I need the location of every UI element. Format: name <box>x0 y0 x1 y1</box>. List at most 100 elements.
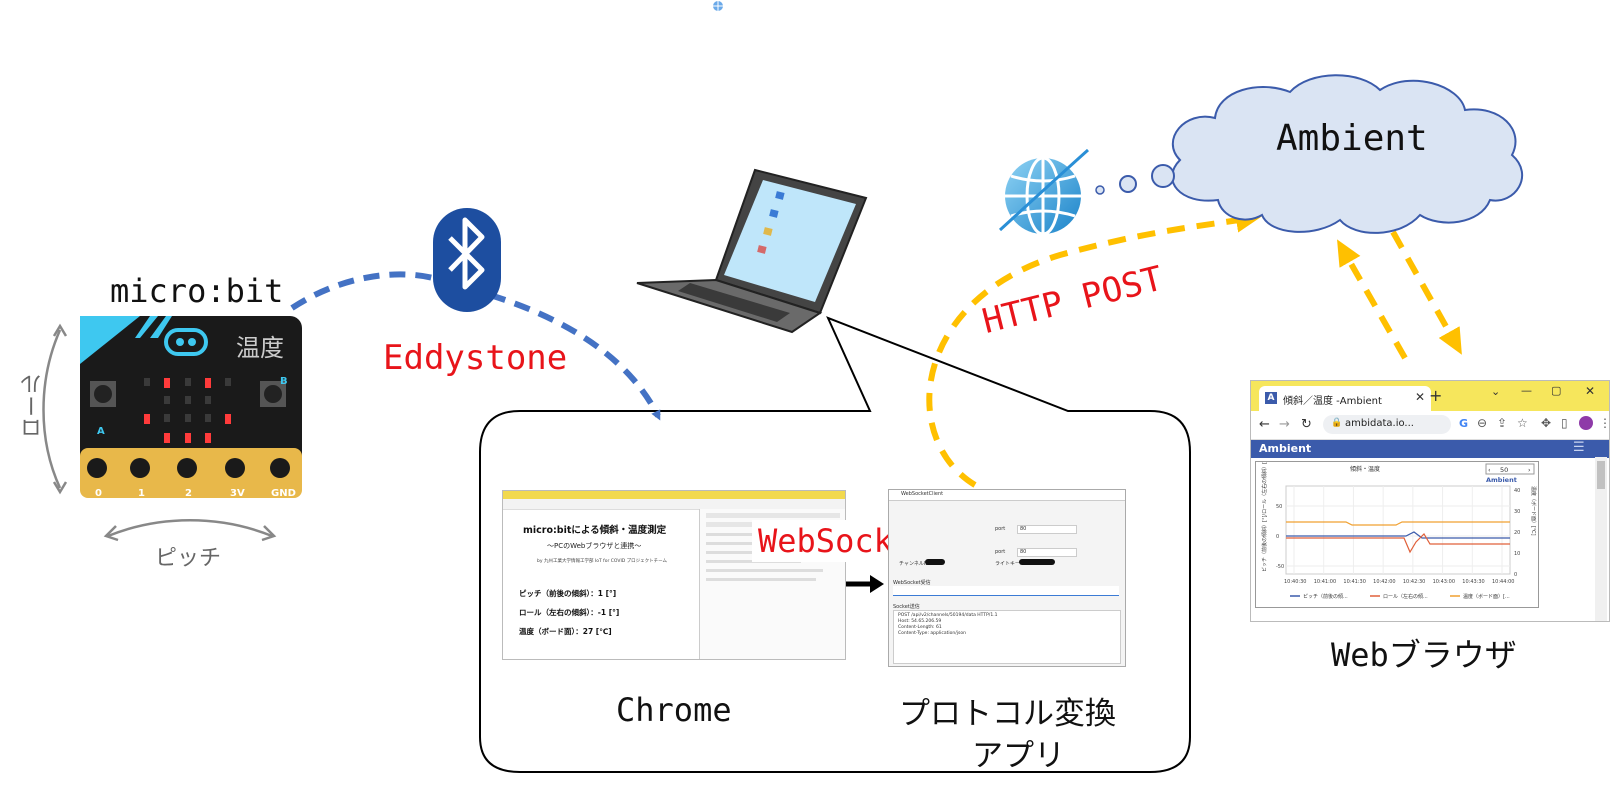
microbit-title: micro:bit <box>110 272 284 310</box>
page-selector <box>1485 463 1535 475</box>
ambient-cloud <box>1171 74 1524 234</box>
chrome-page-heading: micro:bitによる傾斜・温度測定 <box>523 525 667 536</box>
x-tick-label: 10:42:30 <box>1403 579 1425 585</box>
maximize-icon[interactable]: ▢ <box>1551 384 1562 397</box>
address-text: ambidata.io... <box>1345 418 1414 429</box>
request-line-3: Content-Length: 61 <box>898 625 942 630</box>
channel-id-redacted <box>925 559 945 565</box>
x-tick-label: 10:41:00 <box>1314 579 1336 585</box>
zoom-icon[interactable]: ⊖ <box>1477 416 1488 430</box>
ambient-cloud-label: Ambient <box>1276 118 1428 159</box>
port-field-2[interactable]: 80 <box>1017 548 1077 557</box>
y-left-tick-label: -50 <box>1276 564 1284 570</box>
request-line-2: Host: 54.65.206.59 <box>898 619 942 624</box>
pin-0: 0 <box>95 488 102 499</box>
temperature-reading: 温度（ボード面）：27 [℃] <box>519 627 612 636</box>
socket-send-log: POST /api/v2/channels/50194/data HTTP/1.… <box>893 610 1121 664</box>
microbit-board <box>80 316 302 498</box>
ambient-browser-window: A 傾斜／温度 -Ambient ✕ + ⌄ — ▢ ✕ ← → ↻ 🔒 amb… <box>1250 380 1610 622</box>
x-tick-label: 10:43:00 <box>1433 579 1455 585</box>
browser-tab-bar: A 傾斜／温度 -Ambient ✕ + ⌄ — ▢ ✕ <box>1251 381 1609 411</box>
ambient-header: Ambient ☰ <box>1251 440 1609 458</box>
roll-arrow <box>42 329 62 489</box>
minimize-icon[interactable]: — <box>1521 384 1532 397</box>
hamburger-menu-icon[interactable]: ☰ <box>1573 440 1585 455</box>
window-close-icon[interactable]: ✕ <box>1585 384 1596 398</box>
pin-2: 2 <box>185 488 192 499</box>
prev-page-icon: ‹ <box>1488 466 1491 474</box>
legend-entry: ロール（左右の傾... <box>1383 593 1428 600</box>
pitch-reading: ピッチ（前後の傾斜）：1 [°] <box>519 589 617 598</box>
y-right-tick-label: 0 <box>1514 572 1517 578</box>
converter-app-window: WebSocketClient チャンネルID ライトキー port 80 po… <box>888 489 1126 667</box>
share-icon[interactable]: ⇪ <box>1497 416 1508 430</box>
y-left-tick-label: 50 <box>1276 504 1282 510</box>
side-panel-icon[interactable]: ▯ <box>1561 416 1568 430</box>
profile-avatar[interactable] <box>1579 416 1593 430</box>
pitch-arrow <box>107 519 273 538</box>
converter-window-title: WebSocketClient <box>901 491 944 497</box>
socket-send-label: Socket送信 <box>893 604 920 610</box>
port-label-2: port <box>995 549 1006 555</box>
eddystone-label: Eddystone <box>383 338 568 378</box>
back-icon[interactable]: ← <box>1259 417 1270 432</box>
port-label-1: port <box>995 526 1006 532</box>
browser-tab-title: 傾斜／温度 -Ambient <box>1283 396 1382 407</box>
series-roll-line <box>1286 533 1510 554</box>
bookmark-star-icon[interactable]: ☆ <box>1517 416 1528 430</box>
chart-brand: Ambient <box>1486 476 1517 484</box>
browser-tab[interactable]: A 傾斜／温度 -Ambient ✕ <box>1259 386 1431 411</box>
converter-caption-line2: アプリ <box>972 738 1065 774</box>
new-tab-icon[interactable]: + <box>1429 386 1443 405</box>
port-field-1[interactable]: 80 <box>1017 525 1077 534</box>
ambient-favicon-icon: A <box>1265 392 1277 404</box>
chrome-window: micro:bitによる傾斜・温度測定 〜PCのWebブラウザと連携〜 by 九… <box>502 490 846 660</box>
roll-label: ロール <box>21 373 46 439</box>
reload-icon[interactable]: ↻ <box>1301 417 1312 432</box>
ambient-brand: Ambient <box>1259 442 1312 455</box>
address-bar[interactable]: 🔒 ambidata.io... <box>1323 415 1451 434</box>
temperature-sensor-label: 温度 <box>236 334 284 362</box>
extensions-icon[interactable]: ✥ <box>1541 416 1552 430</box>
thought-bubble-large <box>1151 164 1175 188</box>
x-tick-label: 10:43:30 <box>1462 579 1484 585</box>
x-tick-label: 10:44:00 <box>1492 579 1514 585</box>
plot-area <box>1285 485 1511 575</box>
y-right-tick-label: 10 <box>1514 551 1520 557</box>
http-post-arrow <box>926 208 1262 488</box>
y-right-tick-label: 40 <box>1514 488 1520 494</box>
channel-id-label: チャンネルID <box>899 561 930 567</box>
series-temp-line <box>1286 521 1510 526</box>
browser-to-ambient-arrow <box>1337 239 1408 360</box>
write-key-redacted <box>1019 559 1055 565</box>
x-tick-label: 10:41:30 <box>1343 579 1365 585</box>
bluetooth-link-arrow <box>290 271 658 416</box>
converter-caption-line1: プロトコル変換 <box>899 696 1116 732</box>
y-right-tick-label: 20 <box>1514 530 1520 536</box>
tab-close-icon[interactable]: ✕ <box>1415 390 1426 404</box>
y-right-axis-label: 温度（ボード面）[℃] <box>1530 486 1537 536</box>
series-pitch-line <box>1286 531 1510 539</box>
laptop-icon <box>636 168 868 334</box>
google-lens-icon[interactable]: G <box>1459 417 1469 430</box>
x-tick-label: 10:40:30 <box>1284 579 1306 585</box>
thought-bubble-small <box>1095 185 1105 195</box>
bluetooth-icon <box>433 208 501 312</box>
legend-entry: ピッチ（前後の傾... <box>1303 593 1348 600</box>
browser-toolbar: ← → ↻ 🔒 ambidata.io... G ⊖ ⇪ ☆ ✥ ▯ ⋮ <box>1251 411 1609 440</box>
page-scrollbar[interactable] <box>1595 457 1607 621</box>
lock-icon: 🔒 <box>1331 418 1343 428</box>
request-line-4: Content-Type: application/json <box>898 631 966 636</box>
chrome-page-subheading: 〜PCのWebブラウザと連携〜 <box>547 542 642 550</box>
next-page-icon: › <box>1528 466 1531 474</box>
forward-icon[interactable]: → <box>1279 417 1290 432</box>
menu-kebab-icon[interactable]: ⋮ <box>1599 416 1610 430</box>
y-right-tick-label: 30 <box>1514 509 1520 515</box>
ws-receive-field[interactable] <box>893 586 1119 596</box>
write-key-label: ライトキー <box>995 561 1021 567</box>
web-browser-caption: Webブラウザ <box>1331 636 1517 674</box>
tab-search-icon[interactable]: ⌄ <box>1491 385 1501 398</box>
small-globe-icon <box>713 1 723 11</box>
